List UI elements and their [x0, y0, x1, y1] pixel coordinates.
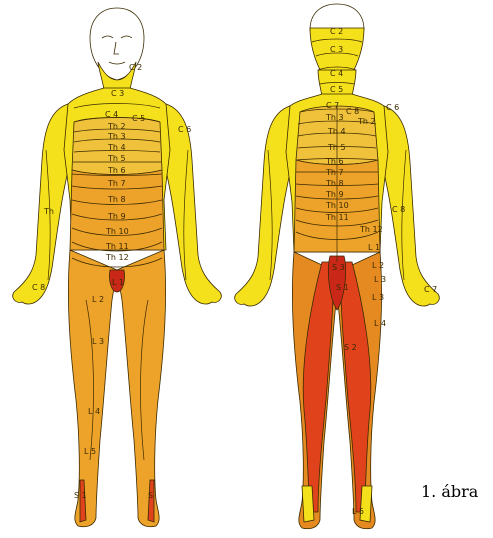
front-label: Th 11 [105, 242, 129, 251]
front-label: Th 8 [107, 195, 126, 204]
front-left-leg [68, 250, 117, 527]
back-label: C 5 [330, 85, 343, 94]
back-label: L 3 [374, 275, 386, 284]
back-label: Th 11 [325, 213, 349, 222]
back-label: Th 5 [327, 143, 346, 152]
front-right-leg [117, 250, 166, 527]
front-left-arm [13, 104, 70, 304]
back-label: Th 8 [325, 179, 344, 188]
back-label: Th 12 [359, 225, 383, 234]
back-label: Th 6 [325, 157, 344, 166]
back-label: C 8 [392, 205, 405, 214]
front-label: Th 3 [107, 132, 126, 141]
back-label: C 6 [386, 103, 399, 112]
back-label: S 3 [332, 263, 345, 272]
back-right-arm [382, 106, 439, 306]
front-label: Th 4 [107, 143, 126, 152]
back-label: S 2 [344, 343, 357, 352]
front-label: Th 2 [107, 122, 126, 131]
front-label: C 5 [132, 114, 145, 123]
back-label: C 7 [326, 101, 339, 110]
front-label: S 1 [74, 491, 87, 500]
front-label: Th [43, 207, 54, 216]
back-label: C 4 [330, 69, 343, 78]
back-label: C 3 [330, 45, 343, 54]
back-left-arm [235, 106, 292, 306]
back-label: L 4 [374, 319, 386, 328]
front-label: C 4 [105, 110, 118, 119]
front-right-arm [164, 104, 221, 304]
front-label: C 8 [32, 283, 45, 292]
front-label: L 4 [88, 407, 100, 416]
front-label: C 3 [111, 89, 124, 98]
front-label: Th 5 [107, 154, 126, 163]
back-label: Th 10 [325, 201, 349, 210]
back-label: C 2 [330, 27, 343, 36]
back-label: L 5 [352, 507, 364, 516]
back-label: L 3 [372, 293, 384, 302]
back-label: S 1 [336, 283, 349, 292]
front-label: C 6 [178, 125, 191, 134]
front-label: L 1 [112, 278, 124, 287]
front-label: Th 9 [107, 212, 126, 221]
back-label: Th 7 [325, 168, 344, 177]
back-label: Th 9 [325, 190, 344, 199]
front-label: Th 6 [107, 166, 126, 175]
front-label: Th 10 [105, 227, 129, 236]
front-label: C 2 [129, 63, 142, 72]
front-label: L 2 [92, 295, 104, 304]
back-label: L 1 [368, 243, 380, 252]
front-label: Th 12 [105, 253, 129, 262]
front-label: Th 7 [107, 179, 126, 188]
back-right-heel [360, 486, 372, 522]
back-label: C 8 [346, 107, 359, 116]
front-label: L 3 [92, 337, 104, 346]
back-label: L 2 [372, 261, 384, 270]
back-left-heel [302, 486, 314, 522]
back-label: C 7 [424, 285, 437, 294]
back-label: Th 4 [327, 127, 346, 136]
back-label: Th 3 [325, 113, 344, 122]
front-figure [13, 8, 222, 527]
front-label: L 5 [84, 447, 96, 456]
back-label: Th 2 [357, 117, 376, 126]
figure-caption: 1. ábra [421, 482, 478, 501]
front-label: S [148, 491, 153, 500]
